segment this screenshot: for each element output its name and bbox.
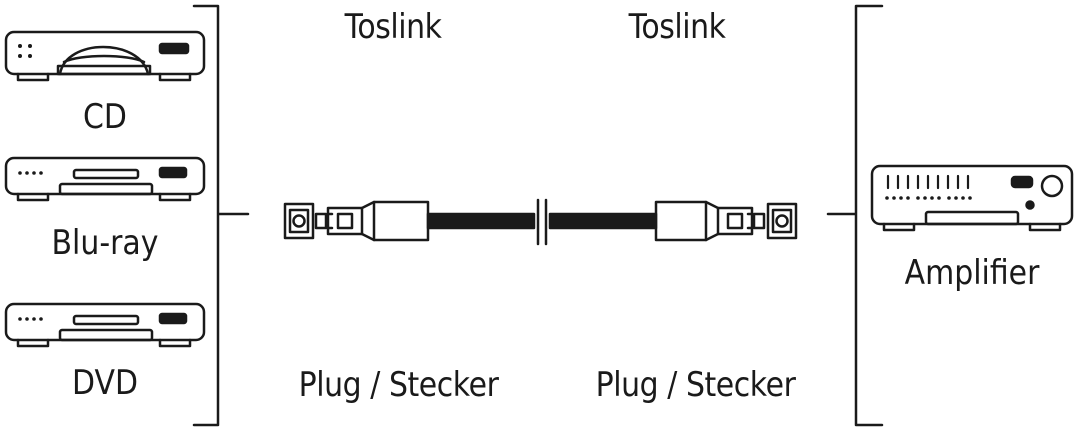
right-toslink-plug-icon	[654, 200, 798, 242]
optical-cable	[426, 198, 658, 246]
source-label-bluray: Blu-ray	[51, 223, 159, 263]
connector-label-right-top: Toslink	[628, 7, 726, 47]
connector-label-left-top: Toslink	[344, 7, 442, 47]
connector-label-left-bottom: Plug / Stecker	[298, 365, 499, 405]
connector-label-right-bottom: Plug / Stecker	[595, 365, 796, 405]
cd-player-icon	[4, 30, 206, 82]
target-label-amplifier: Amplifier	[904, 253, 1040, 293]
dvd-player-icon	[4, 302, 206, 348]
source-label-dvd: DVD	[71, 363, 139, 403]
source-label-cd: CD	[83, 97, 127, 137]
right-bracket	[826, 4, 884, 427]
bluray-player-icon	[4, 156, 206, 202]
left-bracket	[192, 4, 250, 427]
amplifier-icon	[870, 164, 1074, 232]
left-toslink-plug-icon	[283, 200, 430, 242]
